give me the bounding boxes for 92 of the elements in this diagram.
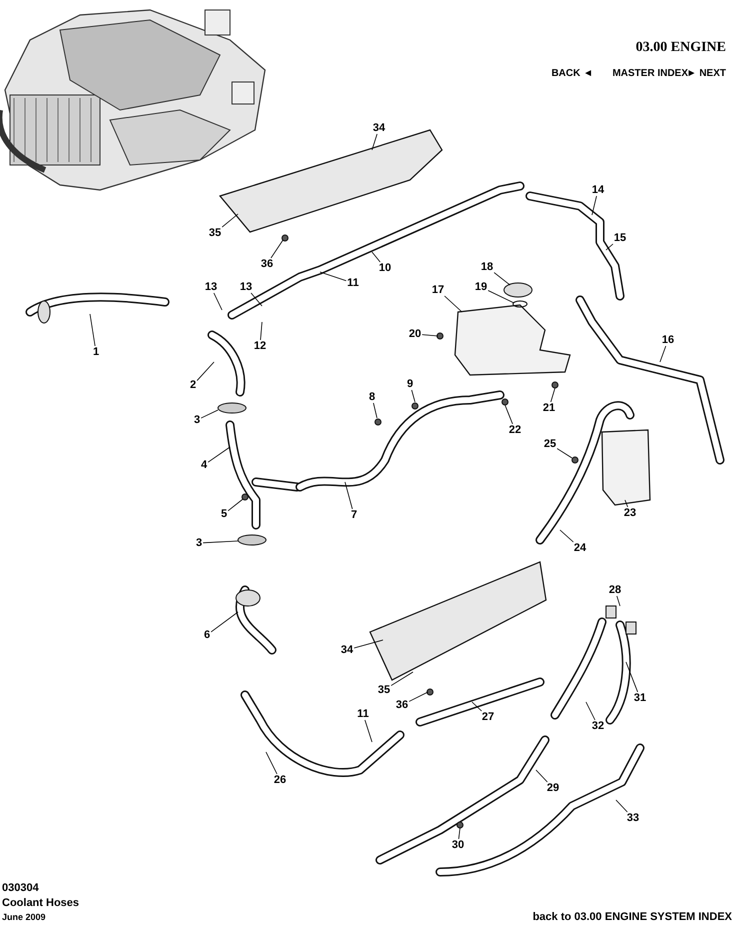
callout-number: 8 bbox=[368, 391, 376, 403]
leader-line bbox=[202, 540, 238, 544]
page-code: 030304 bbox=[2, 882, 39, 894]
callout-number: 30 bbox=[450, 839, 466, 851]
callout-number: 3 bbox=[192, 414, 202, 426]
callout-number: 11 bbox=[356, 708, 370, 720]
back-link: BACK ◄ bbox=[551, 68, 593, 79]
leader-line bbox=[266, 752, 278, 774]
date-text: June 2009 bbox=[2, 912, 46, 922]
leader-line bbox=[222, 214, 238, 228]
leader-line bbox=[586, 702, 596, 720]
callout-number: 24 bbox=[572, 542, 588, 554]
callout-number: 6 bbox=[202, 629, 212, 641]
callout-number: 22 bbox=[508, 424, 522, 436]
callout-number: 34 bbox=[340, 644, 354, 656]
leader-line bbox=[556, 448, 572, 458]
leader-line bbox=[260, 322, 262, 340]
leader-line bbox=[320, 272, 347, 282]
leader-line bbox=[364, 720, 372, 742]
callout-number: 19 bbox=[474, 281, 488, 293]
leader-line bbox=[504, 404, 513, 424]
callout-number: 16 bbox=[660, 334, 676, 346]
system-index-link: back to 03.00 ENGINE SYSTEM INDEX bbox=[532, 911, 732, 923]
leader-line bbox=[458, 828, 460, 840]
callout-number: 27 bbox=[480, 711, 496, 723]
callout-number: 34 bbox=[372, 122, 386, 134]
callout-number: 7 bbox=[350, 509, 358, 521]
leader-line bbox=[228, 498, 244, 512]
section-title: 03.00 ENGINE bbox=[636, 40, 726, 56]
callout-number: 3 bbox=[194, 537, 204, 549]
leader-line bbox=[560, 530, 574, 542]
leader-line bbox=[390, 672, 414, 686]
leader-line bbox=[213, 292, 222, 310]
callout-number: 25 bbox=[542, 438, 558, 450]
leader-line bbox=[494, 272, 510, 286]
callout-number: 33 bbox=[626, 812, 640, 824]
callout-number: 26 bbox=[272, 774, 288, 786]
callout-number: 31 bbox=[632, 692, 648, 704]
leader-line bbox=[624, 500, 628, 508]
leader-line bbox=[196, 362, 214, 381]
callout-number: 21 bbox=[542, 402, 556, 414]
callout-number: 13 bbox=[238, 281, 254, 293]
leader-line bbox=[536, 770, 548, 782]
callout-number: 1 bbox=[92, 346, 100, 358]
leader-line bbox=[208, 446, 230, 463]
leader-line bbox=[210, 612, 238, 632]
page-title: Coolant Hoses bbox=[2, 897, 80, 909]
callout-number: 23 bbox=[622, 507, 638, 519]
leader-line bbox=[344, 482, 353, 510]
leader-line bbox=[616, 596, 620, 606]
callout-number: 35 bbox=[376, 684, 392, 696]
leader-line bbox=[592, 196, 597, 216]
leader-line bbox=[411, 390, 416, 402]
callout-number: 10 bbox=[378, 262, 392, 274]
callout-number: 17 bbox=[430, 284, 446, 296]
next-link: ► NEXT bbox=[686, 68, 726, 79]
callout-number: 11 bbox=[346, 277, 360, 289]
leader-line bbox=[550, 388, 556, 402]
leader-line bbox=[372, 134, 378, 150]
callout-number: 12 bbox=[252, 340, 268, 352]
leader-line bbox=[200, 410, 218, 418]
callout-number: 5 bbox=[220, 508, 228, 520]
callout-number: 32 bbox=[590, 720, 606, 732]
callout-number: 28 bbox=[608, 584, 622, 596]
leader-line bbox=[472, 702, 482, 712]
leader-line bbox=[270, 240, 284, 258]
leader-line bbox=[372, 252, 381, 262]
leader-line bbox=[90, 314, 96, 346]
callout-number: 4 bbox=[200, 459, 208, 471]
callout-number: 14 bbox=[590, 184, 606, 196]
leader-line bbox=[250, 292, 262, 306]
callout-number: 35 bbox=[208, 227, 222, 239]
callout-number: 29 bbox=[546, 782, 560, 794]
callout-number: 9 bbox=[406, 378, 414, 390]
leader-line bbox=[660, 346, 666, 362]
leader-line bbox=[488, 290, 514, 304]
callout-number: 15 bbox=[612, 232, 628, 244]
leader-line bbox=[606, 244, 614, 250]
leader-line bbox=[408, 692, 428, 702]
leader-line bbox=[626, 662, 638, 692]
callout-number: 18 bbox=[480, 261, 494, 273]
leader-line bbox=[354, 640, 384, 648]
callout-number: 2 bbox=[188, 379, 198, 391]
leader-line bbox=[616, 800, 628, 812]
leader-line bbox=[422, 334, 438, 336]
callout-number: 36 bbox=[394, 699, 410, 711]
master-index-link: MASTER INDEX bbox=[612, 68, 688, 79]
callout-number: 36 bbox=[260, 258, 274, 270]
callout-number: 20 bbox=[408, 328, 422, 340]
callout-number: 13 bbox=[204, 281, 218, 293]
leader-line bbox=[373, 402, 378, 418]
leader-line bbox=[444, 296, 462, 312]
